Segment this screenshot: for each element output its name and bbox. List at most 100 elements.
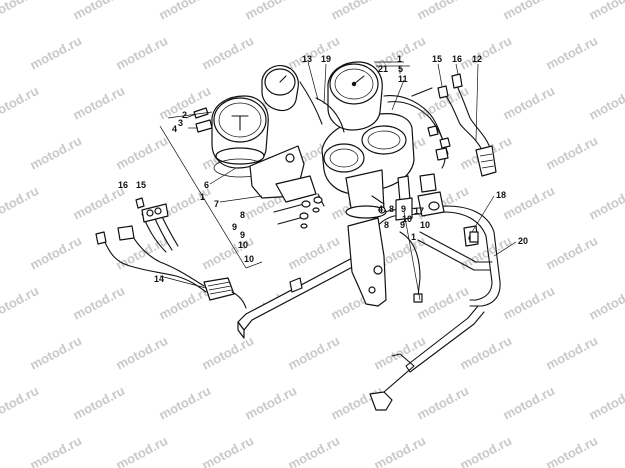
watermark-text: motod.ru bbox=[113, 133, 170, 173]
watermark-text: motod.ru bbox=[328, 0, 385, 23]
callout-1-left: 1 bbox=[200, 192, 205, 202]
watermark-text: motod.ru bbox=[543, 133, 600, 173]
callout-10-right-b: 10 bbox=[420, 220, 430, 230]
wiring-harness-top bbox=[383, 73, 497, 177]
callout-10-left-a: 10 bbox=[238, 240, 248, 250]
watermark-text: motod.ru bbox=[371, 333, 428, 373]
callout-3: 3 bbox=[178, 118, 183, 128]
watermark-text: motod.ru bbox=[156, 0, 213, 23]
watermark-text: motod.ru bbox=[27, 333, 84, 373]
callout-1-mid: 1 bbox=[411, 232, 416, 242]
indicator-gauge bbox=[261, 65, 299, 112]
watermark-text: motod.ru bbox=[500, 83, 557, 123]
callout-8-left: 8 bbox=[240, 210, 245, 220]
callout-6: 6 bbox=[204, 180, 209, 190]
callout-10-right-a: 10 bbox=[402, 214, 412, 224]
wiring-connector-left bbox=[95, 197, 247, 309]
assembly-guide-lines bbox=[159, 111, 263, 269]
callout-8-right-a: 8 bbox=[389, 204, 394, 214]
callout-1-top: 1 bbox=[397, 54, 402, 64]
callout-9-left-a: 9 bbox=[232, 222, 237, 232]
watermark-text: motod.ru bbox=[586, 0, 625, 23]
screw-set-left bbox=[193, 107, 213, 133]
watermark-text: motod.ru bbox=[500, 283, 557, 323]
watermark-text: motod.ru bbox=[586, 83, 625, 123]
speedometer-gauge bbox=[211, 95, 317, 203]
watermark-text: motod.ru bbox=[586, 183, 625, 223]
callout-7: 7 bbox=[214, 199, 219, 209]
watermark-text: motod.ru bbox=[199, 433, 256, 468]
watermark-text: motod.ru bbox=[27, 233, 84, 273]
callout-2: 2 bbox=[182, 110, 187, 120]
callout-12: 12 bbox=[472, 54, 482, 64]
callout-8-right-b: 8 bbox=[384, 220, 389, 230]
watermark-text: motod.ru bbox=[0, 0, 41, 23]
watermark-text: motod.ru bbox=[113, 333, 170, 373]
watermark-text: motod.ru bbox=[543, 333, 600, 373]
watermark-text: motod.ru bbox=[199, 233, 256, 273]
callout-21: 21 bbox=[378, 64, 388, 74]
watermark-text: motod.ru bbox=[457, 333, 514, 373]
watermark-text: motod.ru bbox=[414, 0, 471, 23]
callout-16-top: 16 bbox=[452, 54, 462, 64]
watermark-text: motod.ru bbox=[457, 33, 514, 73]
watermark-text: motod.ru bbox=[586, 283, 625, 323]
watermark-text: motod.ru bbox=[500, 0, 557, 23]
watermark-text: motod.ru bbox=[414, 283, 471, 323]
callout-9-left-b: 9 bbox=[240, 230, 245, 240]
fastener-stack-left bbox=[273, 193, 325, 229]
callout-15-left: 15 bbox=[136, 180, 146, 190]
watermark-text: motod.ru bbox=[113, 433, 170, 468]
watermark-text: motod.ru bbox=[242, 383, 299, 423]
speedometer-cable bbox=[299, 81, 345, 133]
watermark-text: motod.ru bbox=[414, 383, 471, 423]
watermark-text: motod.ru bbox=[500, 383, 557, 423]
instrument-bracket-frame bbox=[237, 205, 501, 411]
watermark-text: motod.ru bbox=[27, 133, 84, 173]
watermark-text: motod.ru bbox=[285, 333, 342, 373]
callout-13: 13 bbox=[302, 54, 312, 64]
watermark-text: motod.ru bbox=[27, 33, 84, 73]
callout-4-mid: 4 bbox=[378, 204, 383, 214]
watermark-text: motod.ru bbox=[586, 383, 625, 423]
watermark-text: motod.ru bbox=[500, 183, 557, 223]
watermark-text: motod.ru bbox=[543, 33, 600, 73]
callout-10-left-b: 10 bbox=[244, 254, 254, 264]
callout-15-top: 15 bbox=[432, 54, 442, 64]
watermark-text: motod.ru bbox=[70, 83, 127, 123]
watermark-text: motod.ru bbox=[70, 0, 127, 23]
fastener-stack-right bbox=[371, 173, 479, 243]
callout-19: 19 bbox=[321, 54, 331, 64]
watermark-text: motod.ru bbox=[70, 383, 127, 423]
watermark-text: motod.ru bbox=[0, 383, 41, 423]
watermark-text: motod.ru bbox=[285, 33, 342, 73]
watermark-text: motod.ru bbox=[285, 433, 342, 468]
callout-9-right-a: 9 bbox=[401, 204, 406, 214]
dashboard-housing bbox=[321, 113, 415, 219]
callout-4: 4 bbox=[172, 124, 177, 134]
watermark-text: motod.ru bbox=[371, 433, 428, 468]
callout-18: 18 bbox=[496, 190, 506, 200]
watermark-text: motod.ru bbox=[70, 283, 127, 323]
callout-20: 20 bbox=[518, 236, 528, 246]
callout-11: 11 bbox=[398, 74, 408, 84]
callout-14: 14 bbox=[154, 274, 164, 284]
watermark-text: motod.ru bbox=[156, 283, 213, 323]
watermark-text: motod.ru bbox=[0, 183, 41, 223]
watermark-text: motod.ru bbox=[199, 33, 256, 73]
watermark-text: motod.ru bbox=[457, 433, 514, 468]
callout-16-left: 16 bbox=[118, 180, 128, 190]
watermark-text: motod.ru bbox=[242, 0, 299, 23]
watermark-text: motod.ru bbox=[543, 433, 600, 468]
watermark-text: motod.ru bbox=[285, 233, 342, 273]
callout-9-right-b: 9 bbox=[400, 220, 405, 230]
watermark-text: motod.ru bbox=[199, 333, 256, 373]
watermark-text: motod.ru bbox=[0, 83, 41, 123]
watermark-text: motod.ru bbox=[0, 283, 41, 323]
tachometer-gauge bbox=[327, 61, 383, 131]
callout-17: 17 bbox=[414, 206, 424, 216]
